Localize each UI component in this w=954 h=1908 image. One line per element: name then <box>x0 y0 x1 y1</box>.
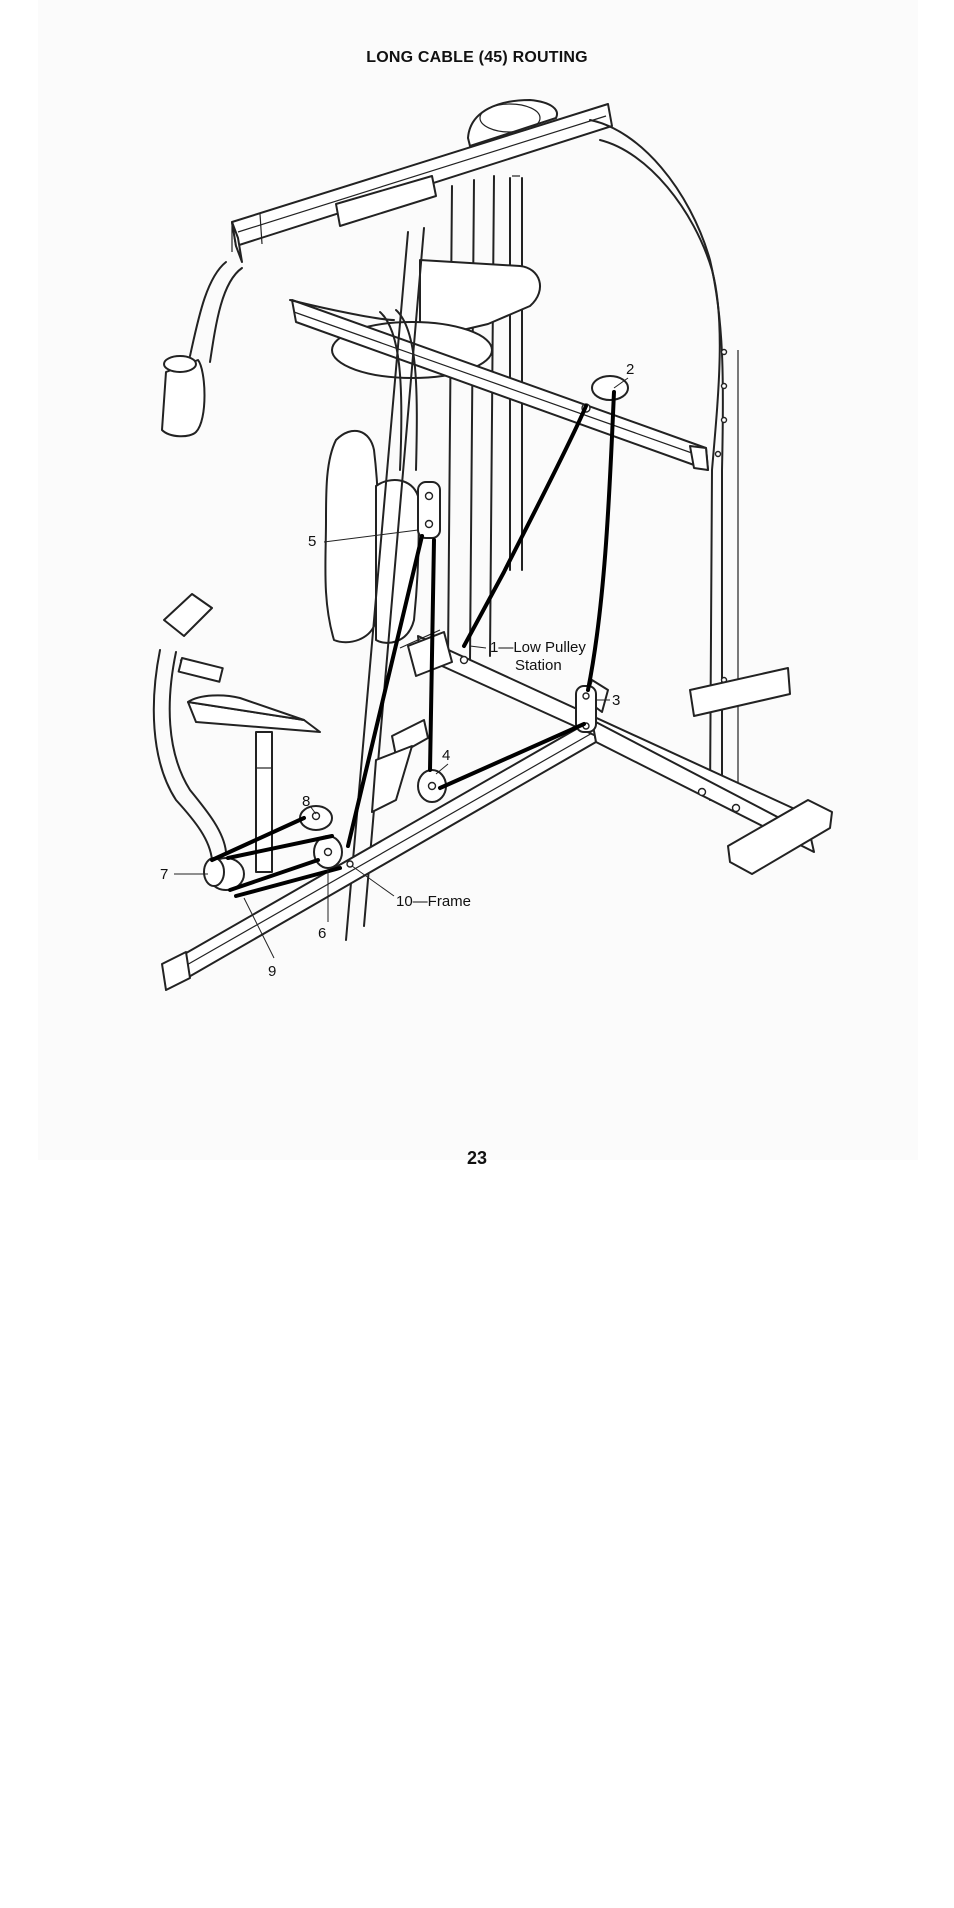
page-number: 23 <box>466 1148 488 1168</box>
callout-9-label: 9 <box>268 963 276 980</box>
callout-4-label: 4 <box>442 747 450 764</box>
callout-5-label: 5 <box>308 533 316 550</box>
page-title: LONG CABLE (45) ROUTING <box>366 49 588 66</box>
center-column <box>447 175 523 661</box>
callout-3-label: 3 <box>612 692 620 709</box>
callout-leaders <box>174 377 629 959</box>
top-crossbar <box>231 103 613 263</box>
callout-6-label: 6 <box>318 925 326 942</box>
callout-8-label: 8 <box>302 793 310 810</box>
right-arch <box>589 119 739 801</box>
low-bracket <box>371 719 429 813</box>
frame-bolt <box>346 860 354 868</box>
pulley-5 <box>417 481 441 539</box>
callout-1-label-line2: Station <box>515 657 562 674</box>
top-weight-pulley <box>467 99 558 147</box>
long-cable <box>210 390 616 898</box>
pulley-2 <box>591 375 629 401</box>
press-arm <box>161 261 418 471</box>
callout-1-label: 1—Low Pulley <box>490 639 586 656</box>
callout-10-label: 10—Frame <box>396 893 471 910</box>
callout-labels: 1—Low Pulley Station 2 3 4 5 6 7 8 9 10—… <box>160 361 634 980</box>
base-frame <box>161 629 833 991</box>
callout-2-label: 2 <box>626 361 634 378</box>
cable-routing-diagram: 1—Low Pulley Station 2 3 4 5 6 7 8 9 10—… <box>152 99 833 991</box>
leg-developer-frame <box>152 593 227 861</box>
callout-7-label: 7 <box>160 866 168 883</box>
